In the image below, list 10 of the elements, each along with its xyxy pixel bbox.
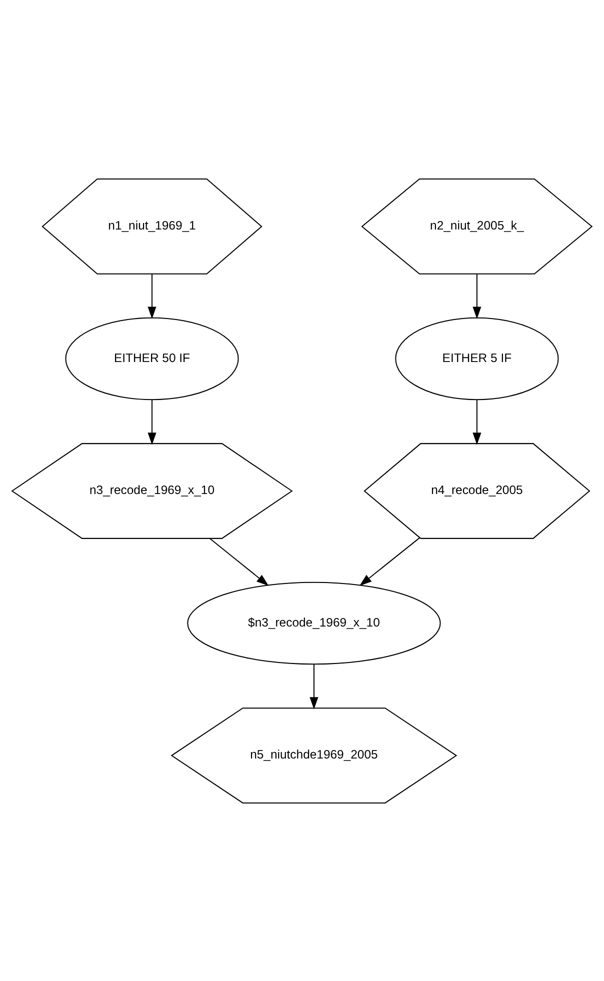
node-ellipse: EITHER 50 IF [65,316,239,400]
arrow [472,274,482,318]
arrow [210,538,269,586]
node-ellipse: $n3_recode_1969_x_10 [187,581,441,664]
arrow [148,274,156,318]
arrow [472,399,482,444]
arrow [310,664,318,709]
arrow [360,537,420,586]
arrow [148,399,156,444]
node-ellipse: EITHER 5 IF [395,316,559,400]
